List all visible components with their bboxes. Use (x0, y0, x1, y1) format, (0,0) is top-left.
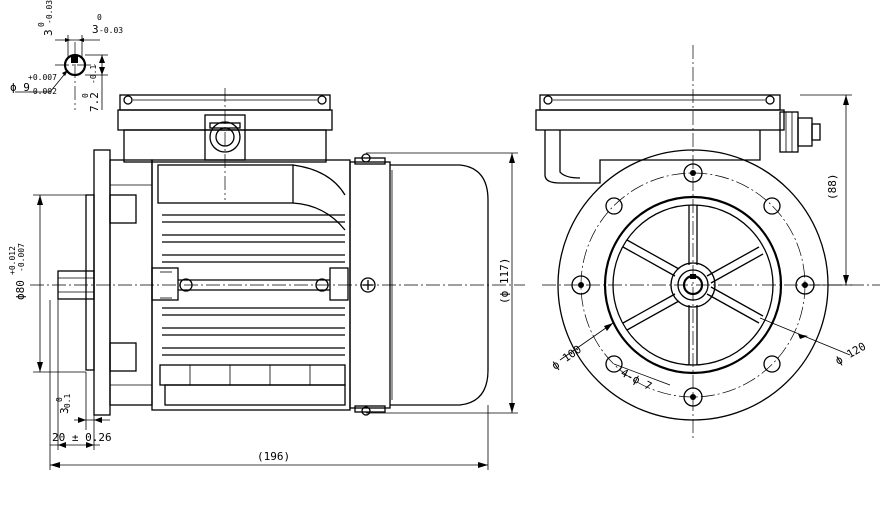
flange-diameter-label: ϕ 120 (833, 340, 868, 368)
key-height-tol-upper: 0 (81, 93, 90, 98)
flange-thickness-label: 3 (58, 407, 71, 414)
fan-cover (349, 153, 489, 416)
overall-height-label: (ϕ 117) (498, 258, 511, 304)
spigot-diameter-label: ϕ80 (14, 280, 27, 300)
flange (85, 149, 153, 416)
terminal-box-height-label: (88) (826, 174, 839, 201)
keyway-width-tol-upper: 0 (37, 22, 46, 27)
front-terminal-box (535, 94, 821, 184)
dim-shaft-length: 20 ± 0.26 (50, 299, 112, 450)
shaft-diameter-tol-lower: -0.002 (28, 87, 57, 96)
keyway-width-label: 3 (42, 29, 55, 36)
spigot-diameter-tol-lower: -0.007 (17, 243, 26, 272)
dim-flange-diameter: ϕ 120 (759, 317, 868, 368)
key-height-label: 7.2 (88, 92, 101, 112)
keyway-top-tol-upper: 0 (97, 13, 102, 22)
shaft-diameter-tol-upper: +0.007 (28, 73, 57, 82)
keyway-top-label: 3 (92, 23, 99, 36)
shaft-section-detail: 3 0 -0.03 3 0 -0.03 7.2 0 -0.1 ϕ 9 +0.00… (10, 0, 123, 112)
flange-thickness-tol-upper: 0 (55, 397, 64, 402)
shaft-diameter-label: ϕ 9 (10, 81, 30, 94)
keyway-width-tol: -0.03 (45, 0, 54, 24)
spokes (622, 205, 764, 365)
spigot-diameter-tol-upper: +0.012 (8, 246, 17, 275)
front-view: (88) ϕ 100 ϕ 120 4-ϕ 7 (535, 45, 880, 440)
dim-terminal-box-height: (88) (800, 94, 852, 286)
bolt-holes (571, 163, 815, 407)
flange-thickness-tol: -0.1 (63, 394, 72, 413)
dim-overall-length: (196) (49, 300, 489, 470)
side-view: ϕ80 +0.012 -0.007 3 0 -0.1 20 ± 0.26 (8, 88, 525, 470)
dim-flange-thickness: 3 0 -0.1 (55, 372, 110, 450)
dim-overall-height: (ϕ 117) (366, 152, 518, 414)
key-height-tol: -0.1 (89, 65, 98, 84)
bolt-holes-label: 4-ϕ 7 (619, 366, 654, 393)
keyway-top-tol: -0.03 (99, 26, 123, 35)
dim-spigot-diameter: ϕ80 +0.012 -0.007 (8, 194, 86, 373)
shaft-length-label: 20 ± 0.26 (52, 431, 112, 444)
terminal-box (117, 88, 333, 200)
dim-pcd: ϕ 100 (549, 322, 614, 372)
overall-length-label: (196) (257, 450, 290, 463)
